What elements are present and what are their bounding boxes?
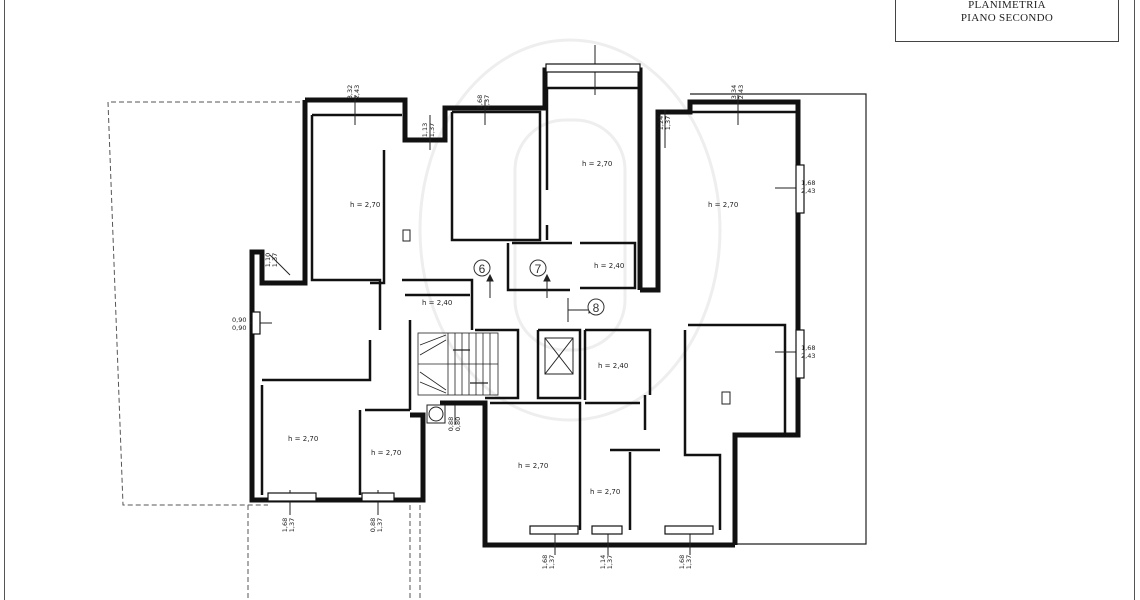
window-dimension-w-top-c-width: 1,24 bbox=[657, 116, 665, 130]
room-height-top-left: h = 2,70 bbox=[350, 201, 380, 209]
balcony-outline bbox=[690, 93, 867, 545]
window-dimension-w-left-upper-height: 1,37 bbox=[271, 253, 279, 267]
window-dimension-w-bottom-5-height: 1,37 bbox=[685, 555, 693, 569]
room-height-corridor: h = 2,40 bbox=[422, 299, 452, 307]
terrace-outline bbox=[107, 101, 421, 600]
unit-8-number: 8 bbox=[593, 301, 600, 315]
window-dimension-w-bottom-2-height: 1,37 bbox=[376, 518, 384, 532]
window-dimension-w-right-lower-width: 1,68 bbox=[801, 344, 815, 352]
window-dimension-w-bottom-4-width: 1,14 bbox=[599, 555, 607, 569]
window-dimension-w-center-width: 0,88 bbox=[447, 417, 455, 431]
window-dimension-w-bottom-1-height: 1,37 bbox=[288, 518, 296, 532]
window-dimension-w-right-upper-width: 1,68 bbox=[801, 179, 815, 187]
room-height-bottom-left: h = 2,70 bbox=[288, 435, 318, 443]
stairs bbox=[417, 332, 499, 396]
window-markers bbox=[250, 45, 800, 555]
window-dimension-w-top-a-width: 1,13 bbox=[421, 123, 429, 137]
window-dimension-w-bottom-5-width: 1,68 bbox=[678, 555, 686, 569]
window-dimension-w-left-upper-width: 1,10 bbox=[264, 253, 272, 267]
title-line-2: PIANO SECONDO bbox=[960, 12, 1054, 24]
window-dimension-w-top-right-width: 3,34 bbox=[730, 85, 738, 99]
window-dimension-w-top-b-width: 1,68 bbox=[476, 95, 484, 109]
window-dimension-w-right-lower-height: 2,43 bbox=[801, 352, 815, 360]
room-height-bottom-mid-small: h = 2,70 bbox=[590, 488, 620, 496]
room-height-right: h = 2,70 bbox=[708, 201, 738, 209]
unit-7-number: 7 bbox=[535, 262, 542, 276]
room-height-center: h = 2,40 bbox=[598, 362, 628, 370]
sheet-border-right bbox=[1134, 0, 1135, 600]
window-dimension-w-top-left-height: 2,43 bbox=[353, 85, 361, 99]
window-dimension-w-center-height: 0,80 bbox=[454, 417, 462, 431]
window-dimension-w-bottom-3-height: 1,37 bbox=[548, 555, 556, 569]
sheet-border-left bbox=[4, 0, 5, 600]
window-frames bbox=[251, 63, 805, 535]
window-dimension-w-top-right-height: 2,43 bbox=[737, 85, 745, 99]
interior-walls bbox=[260, 86, 798, 530]
window-dimension-w-top-b-height: 1,37 bbox=[483, 95, 491, 109]
window-dimension-w-bottom-4-height: 1,37 bbox=[606, 555, 614, 569]
window-dimension-w-left-mid-height: 0,90 bbox=[232, 324, 246, 332]
room-height-bottom-left-small: h = 2,70 bbox=[371, 449, 401, 457]
pillars bbox=[402, 229, 731, 405]
entrance-arrows bbox=[486, 273, 597, 322]
window-dimension-w-right-upper-height: 2,43 bbox=[801, 187, 815, 195]
window-dimension-w-top-a-height: 1,37 bbox=[428, 123, 436, 137]
room-height-top-mid-small: h = 2,40 bbox=[594, 262, 624, 270]
window-dimension-w-top-c-height: 1,37 bbox=[664, 116, 672, 130]
flue-symbol bbox=[426, 404, 446, 424]
window-dimension-w-left-mid-width: 0,90 bbox=[232, 316, 246, 324]
window-dimension-w-bottom-2-width: 0,88 bbox=[369, 518, 377, 532]
window-dimension-w-bottom-3-width: 1,68 bbox=[541, 555, 549, 569]
unit-number-circles bbox=[473, 259, 605, 316]
title-block: PLANIMETRIA PIANO SECONDO bbox=[895, 0, 1119, 42]
title-line-1: PLANIMETRIA bbox=[968, 0, 1046, 11]
window-dimension-w-top-left-width: 3,32 bbox=[346, 85, 354, 99]
elevator-shaft bbox=[544, 337, 574, 375]
room-height-top-mid: h = 2,70 bbox=[582, 160, 612, 168]
unit-6-number: 6 bbox=[479, 262, 486, 276]
window-dimension-w-bottom-1-width: 1,68 bbox=[281, 518, 289, 532]
watermark bbox=[418, 38, 722, 422]
room-height-bottom-mid: h = 2,70 bbox=[518, 462, 548, 470]
